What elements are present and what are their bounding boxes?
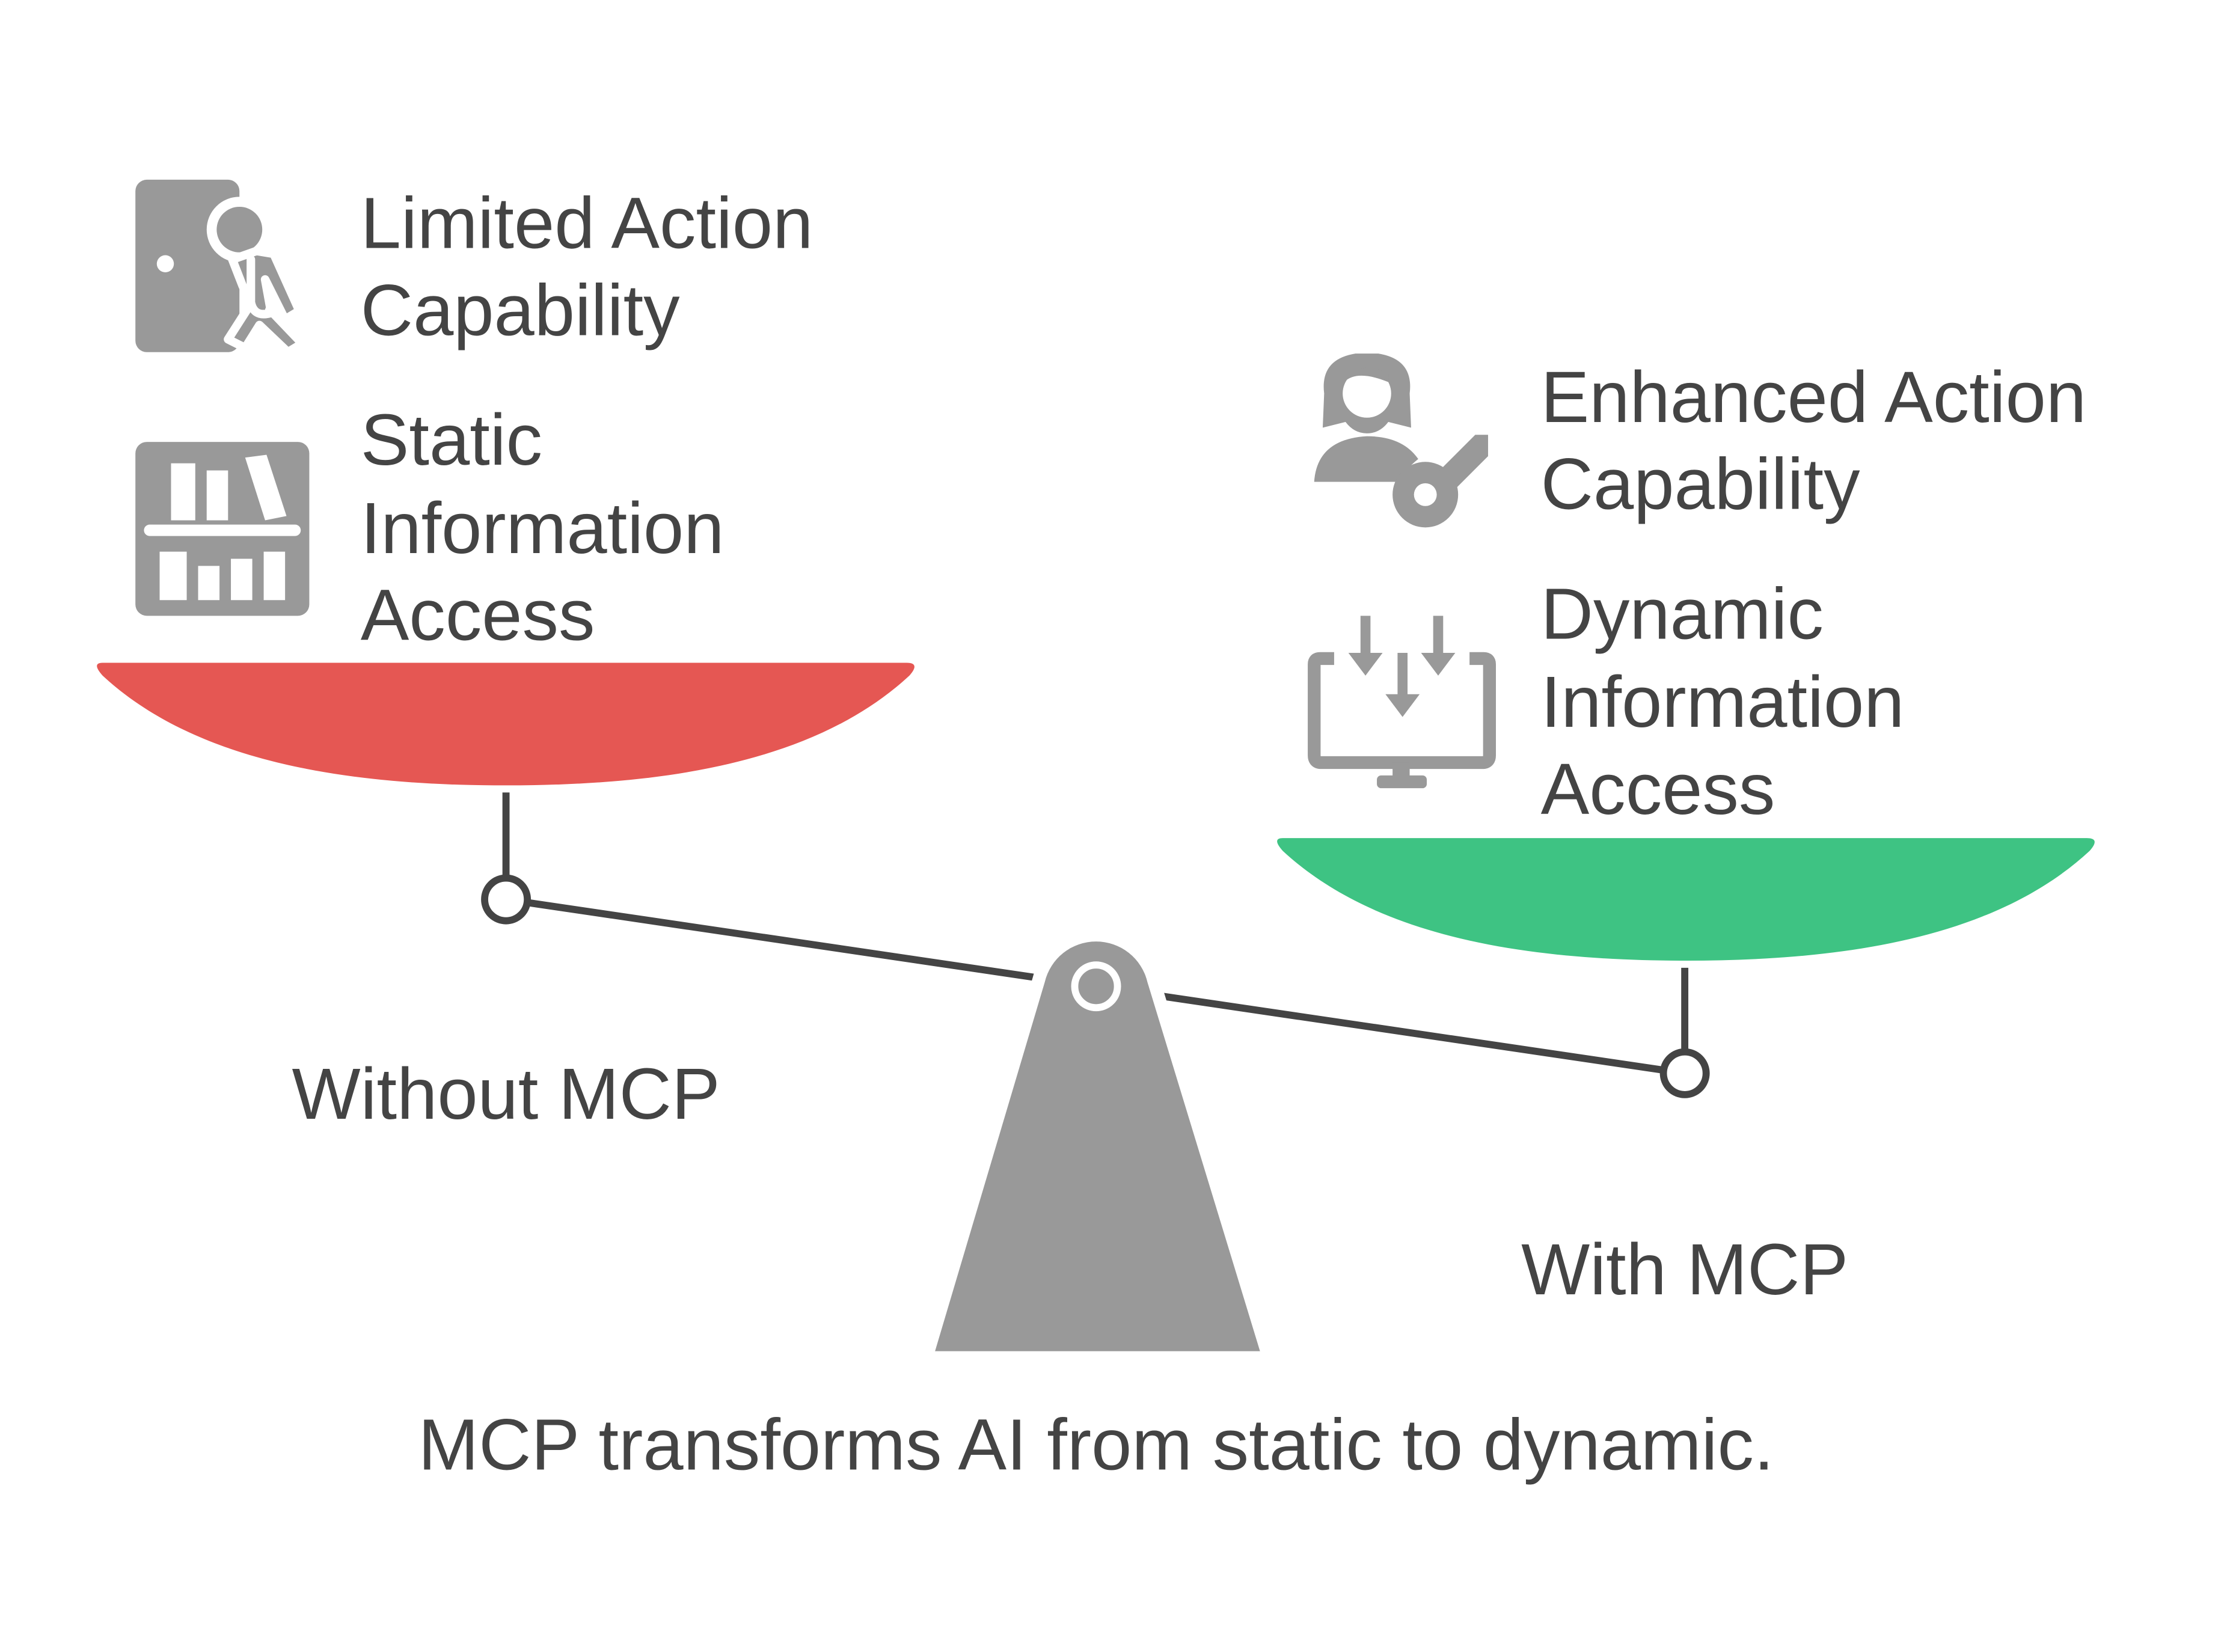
static-info-line-1: Static	[361, 399, 542, 480]
left-pan	[97, 662, 914, 786]
fulcrum-pivot	[1071, 961, 1121, 1012]
dynamic-info-line-3: Access	[1541, 748, 1775, 830]
right-pivot	[1659, 1048, 1710, 1098]
limited-action-line-2: Capability	[361, 269, 680, 350]
bookshelf-icon	[135, 442, 310, 616]
monitor-download-icon	[1308, 616, 1497, 789]
dynamic-info-line-1: Dynamic	[1541, 573, 1824, 654]
person-exiting-door-icon	[135, 179, 307, 356]
caption: MCP transforms AI from static to dynamic…	[418, 1404, 1774, 1485]
static-info-line-2: Information	[361, 488, 725, 569]
enhanced-action-line-2: Capability	[1541, 444, 1860, 525]
with-mcp-label: With MCP	[1521, 1229, 1848, 1310]
right-pan	[1277, 838, 2095, 961]
without-mcp-label: Without MCP	[292, 1053, 720, 1134]
left-pivot	[481, 874, 532, 925]
static-info-line-3: Access	[361, 575, 595, 656]
enhanced-action-line-1: Enhanced Action	[1541, 356, 2086, 438]
person-with-key-icon	[1314, 353, 1488, 528]
limited-action-line-1: Limited Action	[361, 183, 813, 264]
dynamic-info-line-2: Information	[1541, 661, 1905, 742]
